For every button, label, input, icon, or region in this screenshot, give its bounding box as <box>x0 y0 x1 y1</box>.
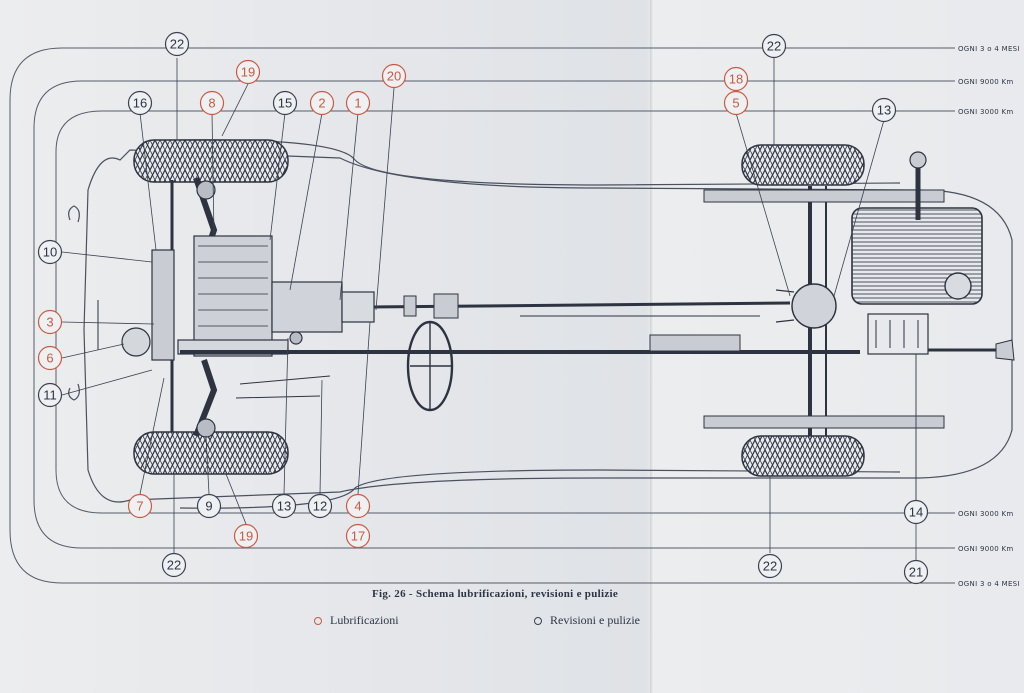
svg-text:4: 4 <box>354 499 361 514</box>
svg-text:14: 14 <box>909 505 923 520</box>
callout-14: 14 <box>903 499 929 525</box>
lubrication-marker-icon <box>314 616 322 625</box>
callout-22-top-left: 22 <box>164 31 190 57</box>
callout-19-bottom: 19 <box>233 523 259 549</box>
interval-months-bottom: OGNI 3 o 4 MESI <box>958 580 1020 588</box>
callout-1: 1 <box>345 90 371 116</box>
svg-text:11: 11 <box>43 388 57 403</box>
callout-18: 18 <box>723 66 749 92</box>
figure-caption: Fig. 26 - Schema lubrificazioni, revisio… <box>372 588 619 600</box>
svg-text:1: 1 <box>354 96 361 111</box>
svg-text:15: 15 <box>278 96 292 111</box>
legend-lubrication-label: Lubrificazioni <box>330 613 399 627</box>
svg-text:17: 17 <box>351 529 365 544</box>
callout-13-bottom: 13 <box>271 493 297 519</box>
callout-5: 5 <box>723 90 749 116</box>
svg-text:19: 19 <box>239 529 253 544</box>
interval-months-top: OGNI 3 o 4 MESI <box>958 45 1020 53</box>
callout-22-top-right: 22 <box>761 33 787 59</box>
svg-text:13: 13 <box>877 103 891 118</box>
rear-left-tyre <box>741 144 865 186</box>
leader-lines <box>61 58 917 560</box>
inspection-marker-icon <box>534 616 542 625</box>
svg-text:18: 18 <box>729 72 743 87</box>
front-left-tyre <box>133 139 289 183</box>
interval-frame-lines <box>9 47 955 584</box>
callout-19-top: 19 <box>235 59 261 85</box>
svg-text:2: 2 <box>318 96 325 111</box>
callout-11: 11 <box>37 382 63 408</box>
svg-text:20: 20 <box>387 69 401 84</box>
interval-3000-bottom: OGNI 3000 Km <box>958 510 1014 518</box>
svg-text:13: 13 <box>277 499 291 514</box>
svg-text:21: 21 <box>909 565 923 580</box>
svg-text:5: 5 <box>732 96 739 111</box>
callout-10: 10 <box>37 239 63 265</box>
callout-15: 15 <box>272 90 298 116</box>
callout-13-top-right: 13 <box>871 97 897 123</box>
svg-text:3: 3 <box>46 315 53 330</box>
front-right-tyre <box>133 431 289 475</box>
callout-20: 20 <box>381 63 407 89</box>
callout-12: 12 <box>307 493 333 519</box>
callout-17: 17 <box>345 523 371 549</box>
interval-3000-top: OGNI 3000 Km <box>958 108 1014 116</box>
callout-8: 8 <box>199 90 225 116</box>
callout-7: 7 <box>127 493 153 519</box>
svg-text:6: 6 <box>46 351 53 366</box>
legend-lubrication: Lubrificazioni <box>314 613 399 628</box>
callout-9: 9 <box>196 493 222 519</box>
legend-inspection: Revisioni e pulizie <box>534 613 640 628</box>
callout-22-bottom-right: 22 <box>757 553 783 579</box>
svg-text:22: 22 <box>763 559 777 574</box>
rear-right-tyre <box>741 435 865 477</box>
svg-text:10: 10 <box>43 245 57 260</box>
interval-9000-top: OGNI 9000 Km <box>958 78 1014 86</box>
callout-4: 4 <box>345 493 371 519</box>
svg-text:22: 22 <box>170 37 184 52</box>
callout-16: 16 <box>127 90 153 116</box>
rear-axle-and-tank <box>703 151 1015 436</box>
callout-22-bottom-left: 22 <box>161 552 187 578</box>
interval-9000-bottom: OGNI 9000 Km <box>958 545 1014 553</box>
svg-text:8: 8 <box>208 96 215 111</box>
legend-inspection-label: Revisioni e pulizie <box>550 613 640 627</box>
svg-text:22: 22 <box>167 558 181 573</box>
svg-text:16: 16 <box>133 96 147 111</box>
svg-text:9: 9 <box>205 499 212 514</box>
callout-6: 6 <box>37 345 63 371</box>
callout-2: 2 <box>309 90 335 116</box>
drive-shaft-and-steering <box>180 293 860 412</box>
callout-3: 3 <box>37 309 63 335</box>
svg-text:22: 22 <box>767 39 781 54</box>
svg-text:19: 19 <box>241 65 255 80</box>
callout-21: 21 <box>903 559 929 585</box>
svg-text:12: 12 <box>313 499 327 514</box>
svg-text:7: 7 <box>136 499 143 514</box>
